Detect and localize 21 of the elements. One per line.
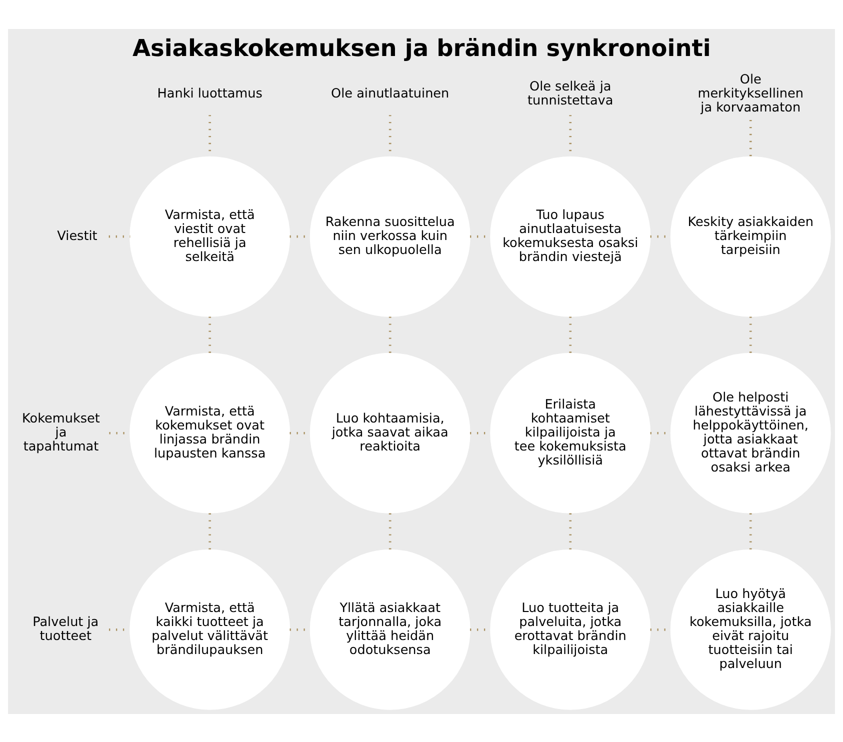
node-circle: Yllätä asiakkaat tarjonnalla, joka ylittää heidän odotuksensa	[310, 548, 470, 710]
node-text: Viestit	[57, 228, 98, 244]
node-text: Hanki luottamus	[157, 86, 262, 101]
node-circle: Varmista, että kokemukset ovat linjassa brändin lupausten kanssa	[130, 352, 290, 513]
node-circle: Tuo lupaus ainutlaatuisesta kokemuksesta osaksi brändin viestejä	[490, 156, 651, 316]
node-text: Ole selkeä ja tunnistettava	[528, 78, 614, 108]
node-circle: Varmista, että viestit ovat rehellisiä ja selkeitä	[130, 156, 290, 316]
node-text: Palvelut ja tuotteet	[32, 614, 99, 644]
node-circle: Luo kohtaamisia, jotka saavat aikaa reaktioita	[310, 352, 470, 513]
node-circle: Keskity asiakkaiden tärkeimpiin tarpeisiin	[670, 156, 831, 316]
node-circle: Varmista, että kaikki tuotteet ja palvelut välittävät brändilupauksen	[130, 548, 290, 710]
node-text: Ole merkityksellinen ja korvaamaton	[698, 72, 804, 115]
node-text: Ole ainutlaatuinen	[331, 86, 450, 101]
diagram-title: Asiakaskokemuksen ja brändin synkronointi	[132, 34, 711, 62]
node-circle: Luo tuotteita ja palveluita, jotka erottavat brändin kilpailijoista	[490, 548, 651, 710]
connector	[749, 120, 752, 156]
node-text: Kokemukset ja tapahtumat	[22, 410, 100, 454]
node-circle: Ole helposti lähestyttävissä ja helppokäyttöinen, jotta asiakkaat ottavat brändin osaksi arkea	[670, 352, 831, 513]
node-circle: Rakenna suosittelua niin verkossa kuin sen ulkopuolella	[310, 156, 470, 316]
node-circle: Erilaista kohtaamiset kilpailijoista ja tee kokemuksista yksilöllisiä	[490, 352, 651, 513]
node-circle: Luo hyötyä asiakkaille kokemuksilla, jotka eivät rajoitu tuotteisiin tai palveluun	[670, 548, 831, 710]
